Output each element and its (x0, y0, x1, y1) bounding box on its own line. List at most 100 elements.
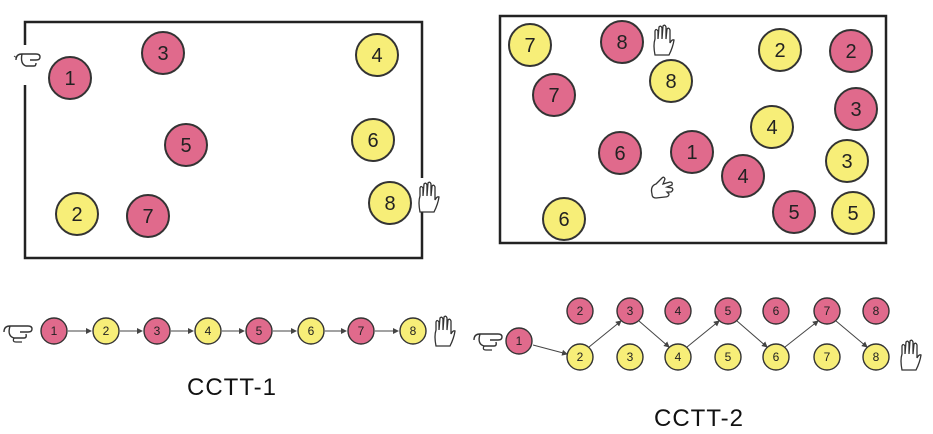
caption-cctt-1: CCTT-1 (187, 374, 277, 401)
yellow-circle-shape (862, 343, 890, 371)
circle-number-label: 3 (850, 99, 861, 121)
test1-sequence: 1 2 3 4 5 6 7 8 (3, 315, 456, 347)
number-circle: 8 (862, 297, 890, 325)
pink-circle-shape (598, 131, 642, 175)
number-circle: 5 (714, 343, 742, 371)
number-circle: 2 (55, 192, 99, 236)
circle-number-label: 7 (358, 324, 365, 338)
number-circle: 3 (143, 317, 171, 345)
number-circle: 7 (347, 317, 375, 345)
circle-number-label: 3 (627, 304, 634, 318)
pink-circle-shape (813, 297, 841, 325)
pink-circle-shape (532, 73, 576, 117)
number-circle: 5 (772, 190, 816, 234)
start-hand-icon (473, 333, 503, 351)
pink-circle-shape (505, 327, 533, 355)
number-circle: 1 (40, 317, 68, 345)
number-circle: 4 (721, 154, 765, 198)
circle-number-label: 5 (847, 203, 858, 225)
yellow-circle-shape (92, 317, 120, 345)
pink-circle-shape (347, 317, 375, 345)
circle-number-label: 1 (516, 334, 523, 348)
circle-number-label: 2 (103, 324, 110, 338)
number-circle: 1 (48, 56, 92, 100)
number-circle: 8 (600, 20, 644, 64)
number-circle: 2 (829, 29, 873, 73)
number-circle: 3 (834, 87, 878, 131)
number-circle: 6 (542, 197, 586, 241)
yellow-circle-shape (813, 343, 841, 371)
circle-number-label: 8 (665, 71, 676, 93)
number-circle: 2 (566, 343, 594, 371)
circle-number-label: 6 (614, 143, 625, 165)
number-circle: 4 (750, 105, 794, 149)
number-circle: 8 (399, 317, 427, 345)
number-circle: 7 (126, 194, 170, 238)
circle-number-label: 3 (841, 151, 852, 173)
sequence-arrow (835, 320, 868, 348)
circle-number-label: 5 (180, 135, 191, 157)
circle-number-label: 1 (64, 68, 75, 90)
number-circle: 4 (664, 297, 692, 325)
pink-circle-shape (829, 29, 873, 73)
stop-hand-icon (900, 339, 922, 371)
circle-number-label: 5 (256, 324, 263, 338)
number-circle: 6 (297, 317, 325, 345)
circle-number-label: 2 (577, 304, 584, 318)
sequence-arrow (686, 320, 720, 348)
circle-number-label: 4 (675, 350, 682, 364)
yellow-circle-shape (566, 343, 594, 371)
yellow-circle-shape (750, 105, 794, 149)
number-circle: 1 (670, 130, 714, 174)
circle-number-label: 8 (873, 304, 880, 318)
stop-hand-icon (418, 181, 440, 213)
number-circle: 2 (758, 28, 802, 72)
number-circle: 5 (164, 123, 208, 167)
number-circle: 3 (616, 343, 644, 371)
number-circle: 6 (762, 343, 790, 371)
yellow-circle-shape (368, 181, 412, 225)
pink-circle-shape (245, 317, 273, 345)
yellow-circle-shape (542, 197, 586, 241)
circle-number-label: 3 (157, 43, 168, 65)
circle-number-label: 4 (371, 45, 382, 67)
sequence-arrow (638, 320, 670, 348)
yellow-circle-shape (355, 33, 399, 77)
start-hand-icon (3, 325, 33, 343)
number-circle: 5 (714, 297, 742, 325)
pink-circle-shape (762, 297, 790, 325)
pink-circle-shape (143, 317, 171, 345)
yellow-circle-shape (664, 343, 692, 371)
pink-circle-shape (600, 20, 644, 64)
pink-circle-shape (772, 190, 816, 234)
yellow-circle-shape (616, 343, 644, 371)
number-circle: 3 (141, 31, 185, 75)
number-circle: 8 (862, 343, 890, 371)
number-circle: 3 (616, 297, 644, 325)
pink-circle-shape (141, 31, 185, 75)
circle-number-label: 6 (308, 324, 315, 338)
number-circle: 6 (598, 131, 642, 175)
circle-number-label: 2 (774, 40, 785, 62)
test2-board-frame (498, 14, 888, 245)
circle-number-label: 5 (788, 202, 799, 224)
circle-number-label: 2 (71, 204, 82, 226)
test1-sequence-circles: 1 2 3 4 5 6 7 8 (40, 317, 427, 345)
number-circle: 2 (92, 317, 120, 345)
number-circle: 8 (649, 59, 693, 103)
yellow-circle-shape (825, 139, 869, 183)
stop-hand-icon (434, 315, 456, 347)
sequence-arrow (784, 320, 819, 348)
sequence-arrow (736, 320, 768, 348)
sequence-arrow (588, 320, 622, 348)
circle-number-label: 6 (773, 350, 780, 364)
circle-number-label: 4 (205, 324, 212, 338)
yellow-circle-shape (351, 118, 395, 162)
circle-number-label: 6 (773, 304, 780, 318)
number-circle: 1 (505, 327, 533, 355)
